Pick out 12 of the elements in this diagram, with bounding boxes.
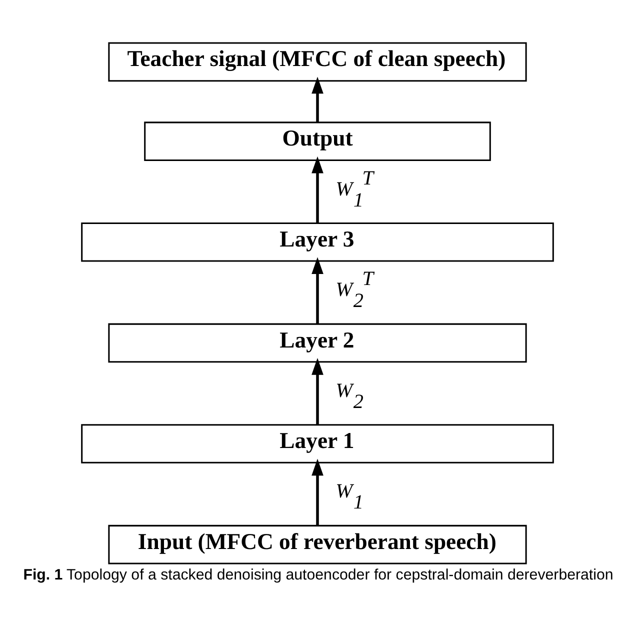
- arrow: [312, 256, 324, 324]
- caption: Fig. 1 Topology of a stacked denoising autoencoder for cepstral-domain dereverberation: [23, 566, 614, 583]
- arrow: [312, 76, 324, 122]
- arrow: [312, 458, 324, 525]
- node-box: Layer 2: [108, 322, 527, 362]
- node-box: Teacher signal (MFCC of clean speech): [108, 42, 527, 82]
- node-box: Layer 1: [81, 424, 554, 463]
- node-box: Input (MFCC of reverberant speech): [108, 524, 527, 564]
- arrow: [312, 357, 324, 424]
- node-box: Output: [144, 121, 491, 160]
- arrow: [312, 156, 324, 222]
- node-box: Layer 3: [81, 222, 554, 262]
